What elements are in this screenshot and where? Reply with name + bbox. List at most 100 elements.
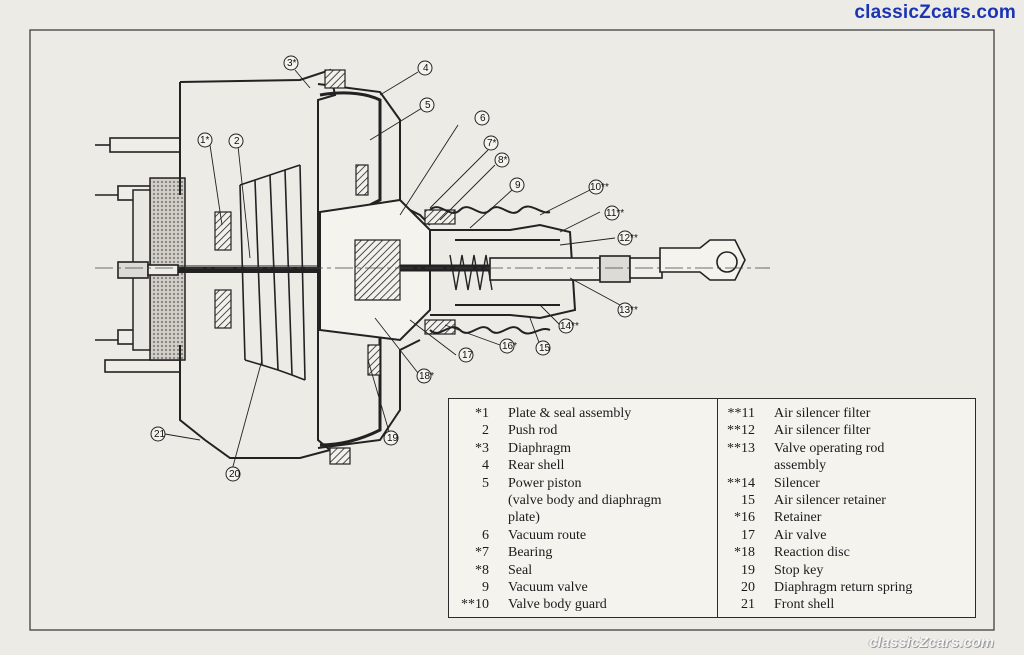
callout-6 (474, 110, 490, 126)
callout-9 (509, 177, 525, 193)
legend-desc: Stop key (774, 562, 824, 578)
legend-num (449, 509, 489, 526)
callout-label-21: 21 (154, 429, 166, 440)
legend-desc: Front shell (774, 597, 835, 613)
legend-row: (valve body and diaphragm (449, 492, 717, 509)
legend-row: **14 Silencer (719, 475, 975, 492)
legend-desc: Air silencer filter (774, 406, 871, 421)
legend-num: 6 (482, 527, 489, 543)
callout-label-6: 6 (480, 113, 486, 124)
legend-desc: (valve body and diaphragm (508, 493, 662, 509)
legend-desc: Air valve (774, 527, 827, 543)
callout-label-20: 20 (229, 469, 241, 480)
legend-row: 17 Air valve (719, 527, 975, 544)
legend-num: 19 (741, 562, 755, 578)
legend-row: *1 Plate & seal assembly (449, 405, 717, 422)
legend-num: **14 (727, 475, 755, 491)
legend-row: plate) (449, 509, 717, 526)
callout-label-2: 2 (234, 136, 240, 147)
legend-desc: plate) (508, 510, 540, 526)
callout-13 (617, 302, 633, 318)
legend-desc: Air silencer retainer (774, 493, 886, 509)
callout-label-11: 11** (606, 208, 624, 219)
legend-row: *8 Seal (449, 562, 717, 579)
plate-seal-lower (214, 289, 232, 329)
callout-21 (150, 426, 166, 442)
callout-18 (416, 368, 432, 384)
callout-7 (483, 135, 499, 151)
legend-desc: Reaction disc (774, 545, 850, 561)
legend-desc: Diaphragm return spring (774, 580, 913, 596)
callout-19 (383, 430, 399, 446)
legend-desc: Valve body guard (508, 597, 607, 613)
callout-label-18: 18* (419, 371, 434, 382)
callout-10 (588, 179, 604, 195)
legend-num: 21 (741, 597, 755, 613)
callout-label-10: 10** (590, 182, 609, 193)
legend-num: 5 (482, 475, 489, 491)
legend-num: *3 (475, 440, 489, 456)
legend-desc: Bearing (508, 545, 553, 561)
valve-spring (449, 254, 493, 291)
legend-desc: Air silencer filter (774, 423, 871, 439)
legend-row: *18 Reaction disc (719, 544, 975, 561)
legend-desc: Plate & seal assembly (508, 406, 632, 421)
legend-row: 20 Diaphragm return spring (719, 579, 975, 596)
legend-num: *7 (475, 545, 489, 561)
legend-desc: Push rod (508, 423, 558, 439)
callout-16 (499, 338, 515, 354)
callout-label-16: 16* (502, 341, 517, 352)
legend-desc: Vacuum valve (508, 580, 588, 596)
callout-leaders (164, 69, 621, 471)
legend-num: *18 (734, 545, 755, 561)
callout-5 (419, 97, 435, 113)
callout-12 (617, 230, 633, 246)
callout-label-1: 1* (200, 135, 210, 146)
callout-label-17: 17 (462, 350, 474, 361)
callout-label-5: 5 (425, 100, 431, 111)
callout-label-8: 8* (498, 155, 508, 166)
diagram-frame (29, 29, 995, 631)
callout-1 (197, 132, 213, 148)
legend-desc: Rear shell (508, 458, 565, 474)
legend-num: **13 (727, 440, 755, 456)
legend-num (449, 492, 489, 509)
callout-17 (458, 347, 474, 363)
legend-num: 17 (741, 527, 755, 543)
callout-11 (604, 205, 620, 221)
legend-num: *1 (475, 406, 489, 421)
callout-label-12: 12** (619, 233, 638, 244)
brand-watermark-top: classicZcars.com (854, 2, 1016, 23)
legend-row: 9 Vacuum valve (449, 579, 717, 596)
legend-num: 4 (482, 458, 489, 474)
legend-row: 21 Front shell (719, 596, 975, 613)
callout-2 (228, 133, 244, 149)
legend-num (719, 457, 755, 474)
valve-operating-rod (400, 239, 746, 283)
legend-num: *8 (475, 562, 489, 578)
legend-num: **12 (727, 423, 755, 439)
legend-row: assembly (719, 457, 975, 474)
callout-3 (283, 55, 299, 71)
legend-desc: Silencer (774, 475, 820, 491)
callout-label-7: 7* (487, 138, 497, 149)
rear-shell (317, 83, 431, 449)
callout-20 (225, 466, 241, 482)
legend-desc: Seal (508, 562, 533, 578)
legend-num: 9 (482, 580, 489, 596)
callout-markers (150, 55, 633, 482)
callout-label-15: 15 (539, 343, 551, 354)
legend-desc: assembly (774, 458, 827, 474)
callout-label-13: 13** (619, 305, 638, 316)
legend-desc: Retainer (774, 510, 822, 526)
legend-num: 20 (741, 580, 755, 596)
